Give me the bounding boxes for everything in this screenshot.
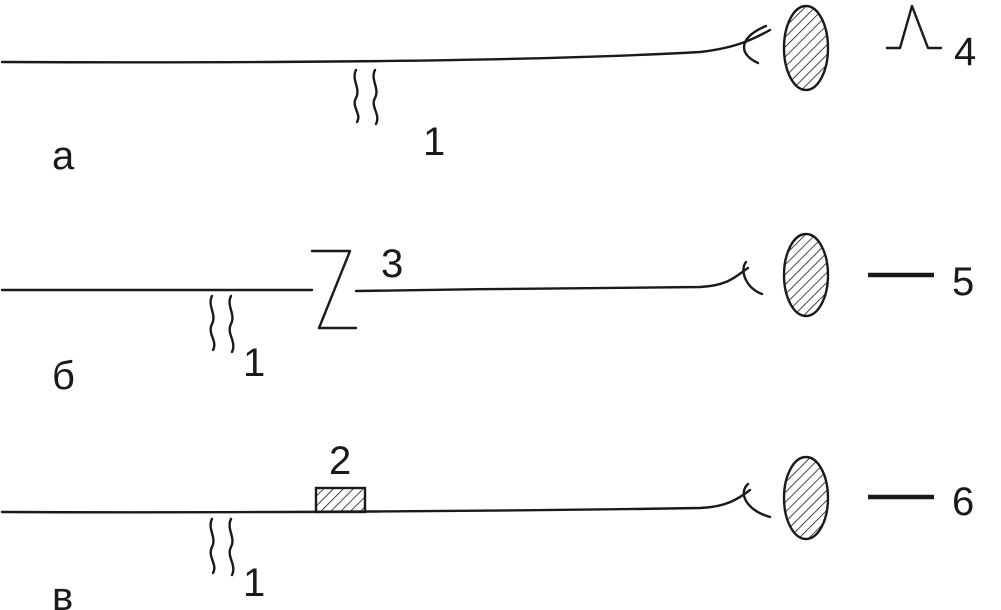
fiber-end-cap-c bbox=[742, 482, 772, 519]
panel-a: а 1 4 bbox=[0, 4, 976, 178]
panel-b: б 1 3 5 bbox=[0, 232, 974, 398]
panel-letter-c: в bbox=[52, 575, 73, 610]
label-block: 2 bbox=[329, 439, 351, 483]
wavy-marker-c-2 bbox=[228, 517, 235, 577]
wavy-marker-c-1 bbox=[209, 517, 216, 575]
label-wavy-b: 1 bbox=[243, 341, 265, 385]
wavy-marker-b-1 bbox=[209, 294, 216, 352]
label-end-b: 5 bbox=[952, 260, 974, 304]
fiber-line-c bbox=[0, 488, 752, 514]
wavy-marker-a-1 bbox=[353, 68, 360, 124]
fiber-line-b-right bbox=[354, 266, 750, 293]
hatched-ellipse-c bbox=[782, 455, 830, 541]
label-break: 3 bbox=[381, 242, 403, 286]
fiber-line-a bbox=[0, 28, 772, 64]
wavy-marker-a-2 bbox=[372, 68, 379, 126]
label-end-a: 4 bbox=[954, 30, 976, 74]
hatched-block bbox=[314, 486, 367, 514]
hatched-ellipse-b bbox=[782, 232, 830, 318]
label-wavy-a: 1 bbox=[423, 120, 445, 164]
label-wavy-c: 1 bbox=[243, 561, 265, 605]
label-end-c: 6 bbox=[952, 480, 974, 524]
panel-c: в 1 2 6 bbox=[0, 439, 974, 610]
break-symbol bbox=[310, 249, 358, 330]
fiber-end-cap-a bbox=[742, 24, 768, 65]
panel-letter-a: а bbox=[52, 134, 75, 178]
fiber-end-cap-b bbox=[742, 260, 764, 296]
peak-symbol bbox=[885, 4, 943, 50]
panel-letter-b: б bbox=[52, 354, 75, 398]
hatched-ellipse-a bbox=[782, 4, 830, 92]
wavy-marker-b-2 bbox=[228, 294, 235, 354]
